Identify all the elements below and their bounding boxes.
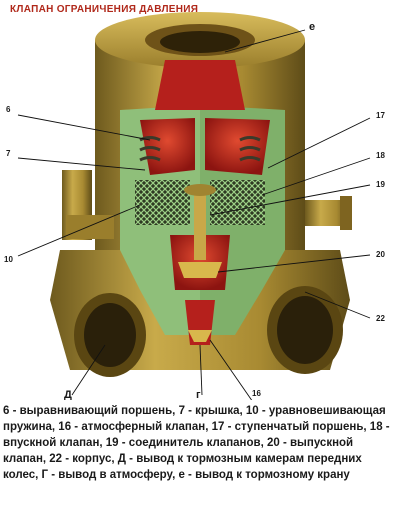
callout-10: 10 — [4, 255, 13, 264]
leader-lines — [17, 29, 371, 400]
spring-right — [210, 180, 265, 225]
left-fitting — [62, 170, 114, 240]
callout-18: 18 — [376, 151, 385, 160]
spring-left — [135, 180, 190, 225]
diagram-title: КЛАПАН ОГРАНИЧЕНИЯ ДАВЛЕНИЯ — [10, 4, 199, 15]
callout-d: Д — [64, 389, 72, 400]
callout-6: 6 — [6, 105, 11, 114]
callout-7: 7 — [6, 149, 11, 158]
valve-connector — [194, 190, 206, 260]
callout-g: г — [196, 389, 201, 400]
cover-cavity — [155, 60, 245, 110]
callout-16: 16 — [252, 389, 261, 398]
valve-illustration: е 6 7 10 17 18 19 20 22 Д г 16 — [4, 12, 385, 400]
callout-19: 19 — [376, 180, 385, 189]
balancing-spring — [139, 136, 261, 162]
callout-20: 20 — [376, 250, 385, 259]
cavity-upper-left — [140, 118, 195, 175]
cutaway-section — [120, 60, 285, 345]
callout-22: 22 — [376, 314, 385, 323]
exhaust-valve — [178, 262, 222, 278]
callout-e: е — [309, 21, 315, 33]
atmospheric-valve — [188, 330, 212, 342]
callout-17: 17 — [376, 111, 385, 120]
right-fitting — [305, 196, 352, 230]
legend-caption: 6 - выравнивающий поршень, 7 - крышка, 1… — [3, 405, 390, 481]
cavity-upper-right — [205, 118, 270, 175]
